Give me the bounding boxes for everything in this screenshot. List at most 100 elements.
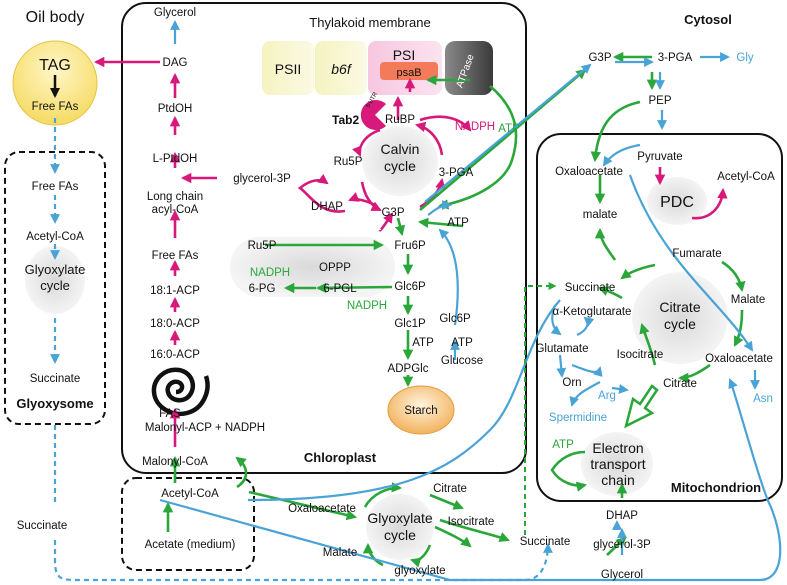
- mito-atp: ATP: [552, 439, 574, 451]
- tab2-icon: [360, 100, 386, 130]
- lipid-arrows: [93, 56, 728, 447]
- calvin-3pga: 3-PGA: [439, 167, 474, 179]
- psab-label: psaB: [396, 67, 421, 79]
- oppp-glc6p: Glc6P: [394, 281, 426, 293]
- transport-arrows: [50, 20, 782, 582]
- lipid-fas: FAS: [159, 408, 181, 420]
- calvin-ru5p: Ru5P: [334, 156, 363, 168]
- glyox-succinate: Succinate: [30, 373, 81, 385]
- label-glyoxysome: Glyoxysome: [16, 396, 93, 411]
- oppp-glucose: Glucose: [441, 355, 483, 367]
- cyto-acetyl-coa: Acetyl-CoA: [717, 171, 775, 183]
- oppp-ru5p: Ru5P: [248, 240, 277, 252]
- glyox-free-fas: Free FAs: [32, 181, 79, 193]
- mito-akg: α-Ketoglutarate: [553, 306, 632, 318]
- bottom-glycerol: Glycerol: [601, 569, 643, 581]
- carbon-arrows: [162, 51, 746, 568]
- bottom-succinate-left: Succinate: [17, 520, 68, 532]
- cyto-malate: malate: [583, 209, 618, 221]
- oppp-label: OPPP: [319, 262, 351, 274]
- calvin-nadph: NADPH: [455, 121, 495, 133]
- oppp-glc6p-2: Glc6P: [439, 313, 471, 325]
- oil-free-fas: Free FAs: [32, 101, 79, 113]
- fas-spiral-icon: [151, 367, 210, 417]
- mito-asn: Asn: [753, 393, 773, 405]
- b6f-complex: [315, 41, 367, 95]
- glyox-cycle-label: Glyoxylate cycle: [24, 262, 86, 293]
- calvin-g3p: G3P: [381, 207, 404, 219]
- calvin-atp-import: ATP: [447, 217, 469, 229]
- label-thylakoid-membrane: Thylakoid membrane: [309, 15, 430, 30]
- bottom-oxaloacetate: Oxaloacetate: [288, 503, 356, 515]
- lipid-ptdoh: PtdOH: [158, 103, 193, 115]
- calvin-cycle-blob: [362, 126, 438, 196]
- oppp-blob: [230, 237, 395, 297]
- lipid-glycerol: Glycerol: [154, 7, 196, 19]
- psii-label: PSII: [275, 61, 301, 77]
- pdc-blob: [647, 177, 707, 225]
- bottom-isocitrate: Isocitrate: [448, 516, 495, 528]
- mito-etc-label: Electron transport chain: [590, 440, 646, 488]
- lipid-free-fas: Free FAs: [152, 250, 199, 262]
- tab2-label: Tab2: [332, 113, 359, 127]
- lipid-malonyl-acp: Malonyl-ACP + NADPH: [145, 422, 265, 434]
- cyto-pep: PEP: [648, 95, 671, 107]
- mito-succinate: Succinate: [565, 282, 616, 294]
- calvin-cycle-label: Calvin cycle: [380, 141, 420, 174]
- psab-subunit: [380, 62, 438, 80]
- chloroplast-boundary: [121, 2, 527, 474]
- atpase-complex: [445, 41, 493, 95]
- oppp-nadph: NADPH: [250, 267, 290, 279]
- lipid-glycerol-3p: glycerol-3P: [233, 173, 291, 185]
- calvin-atp-thylakoid: ATP: [498, 123, 520, 135]
- etc-blob: [581, 432, 653, 496]
- bottom-acetate: Acetate (medium): [145, 539, 236, 551]
- calvin-dhap: DHAP: [311, 201, 343, 213]
- bottom-glycerol-3p: glycerol-3P: [593, 539, 651, 551]
- bottom-glyoxylate-blob: [366, 494, 434, 560]
- bottom-glyoxylate-cycle-label: Glyoxylate cycle: [367, 510, 433, 543]
- lipid-16-0-acp: 16:0-ACP: [150, 349, 200, 361]
- label-oil-body: Oil body: [26, 9, 85, 26]
- mito-orn: Orn: [562, 377, 581, 389]
- bottom-dhap: DHAP: [606, 510, 638, 522]
- lipid-malonyl-coa: Malonyl-CoA: [142, 456, 208, 468]
- mitochondrion-boundary: [536, 133, 783, 502]
- atp-synthesis-arrow: [624, 384, 659, 429]
- label-cytosol: Cytosol: [684, 12, 732, 27]
- psii-complex: [262, 41, 314, 95]
- lipid-18-0-acp: 18:0-ACP: [150, 318, 200, 330]
- mito-isocitrate: Isocitrate: [617, 349, 664, 361]
- glyoxysome-cycle-blob: [25, 246, 85, 314]
- lipid-acyl-coa: acyl-CoA: [152, 204, 199, 216]
- bottom-citrate: Citrate: [433, 483, 467, 495]
- mito-citrate: Citrate: [663, 378, 697, 390]
- bottom-acetyl-coa: Acetyl-CoA: [161, 488, 219, 500]
- mito-fumarate: Fumarate: [672, 248, 721, 260]
- label-mitochondrion: Mitochondrion: [671, 480, 761, 495]
- mito-glutamate: Glutamate: [535, 343, 588, 355]
- mito-cycle-label: Citrate cycle: [659, 299, 701, 332]
- citrate-cycle-blob: [632, 272, 728, 364]
- oppp-fru6p: Fru6P: [394, 240, 426, 252]
- mito-malate: Malate: [731, 294, 766, 306]
- label-chloroplast: Chloroplast: [304, 450, 377, 465]
- glyox-acetyl-coa: Acetyl-CoA: [26, 231, 84, 243]
- oppp-glc1p: Glc1P: [394, 318, 426, 330]
- oppp-adpglc: ADPGlc: [388, 363, 429, 375]
- succinate-import-arrow: [524, 282, 557, 535]
- oppp-6pg: 6-PG: [249, 283, 276, 295]
- cyto-pdc: PDC: [660, 194, 694, 211]
- starch-label: Starch: [404, 405, 437, 417]
- cyto-gly: Gly: [736, 52, 754, 64]
- starch-granule: [387, 385, 455, 435]
- bottom-glyoxylate: glyoxylate: [394, 565, 445, 577]
- oppp-atp-2: ATP: [451, 337, 473, 349]
- lipid-dag: DAG: [163, 57, 188, 69]
- mito-oxaloacetate: Oxaloacetate: [705, 353, 773, 365]
- tag-label: TAG: [39, 57, 71, 74]
- b6f-label: b6f: [331, 61, 353, 77]
- cyto-g3p: G3P: [588, 52, 611, 64]
- bottom-malate: Malate: [323, 547, 358, 559]
